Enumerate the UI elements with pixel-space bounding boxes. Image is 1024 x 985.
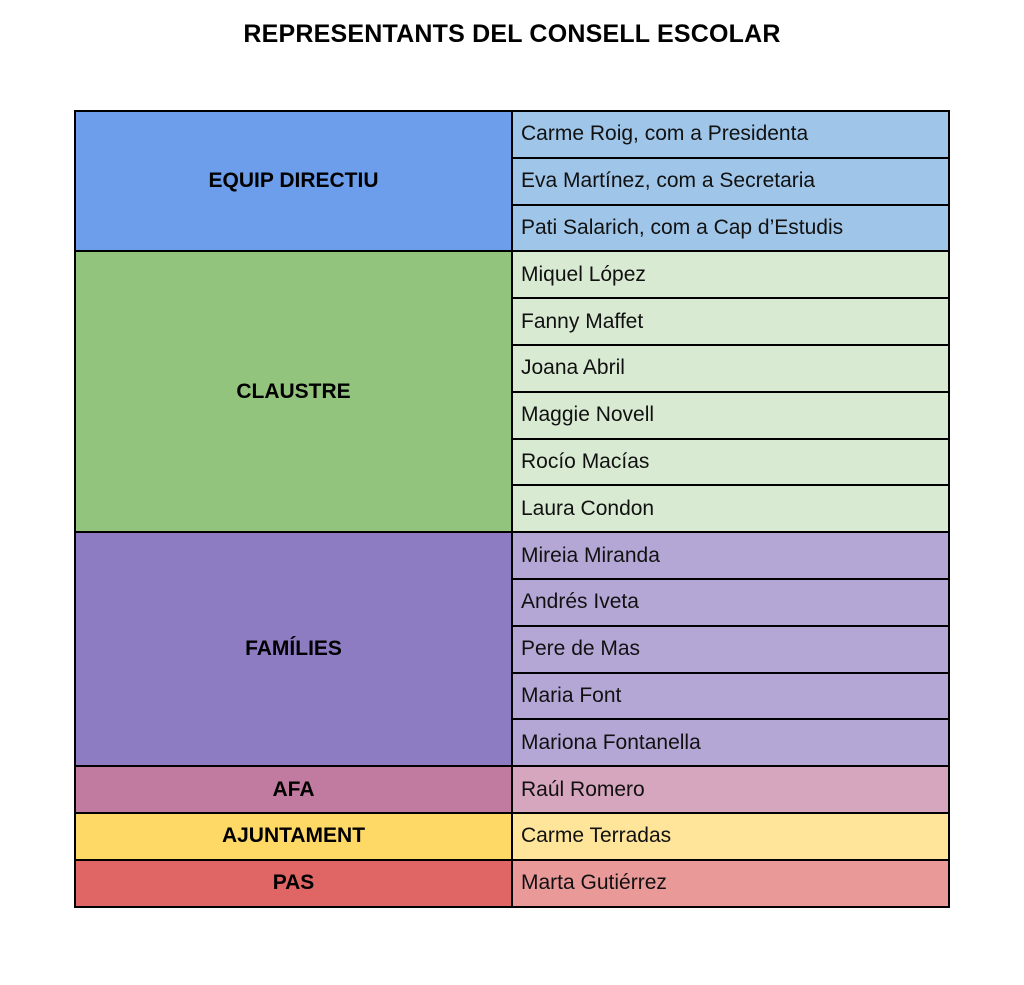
member-cell: Pere de Mas [511,624,950,674]
group-name-cell: FAMÍLIES [74,531,513,768]
table-row: Joana Abril [75,343,950,393]
member-cell: Mireia Miranda [511,531,950,580]
member-cell: Maria Font [511,671,950,721]
table-row: Pati Salarich, com a Cap d’Estudis [75,203,950,253]
table-row: Fanny Maffet [75,297,950,346]
table-row: Rocío Macías [75,437,950,487]
member-cell: Rocío Macías [511,437,950,487]
group-name-cell: CLAUSTRE [74,250,513,534]
table-row: Eva Martínez, com a Secretaria [75,156,950,206]
page-title: REPRESENTANTS DEL CONSELL ESCOLAR [243,20,781,48]
table-row: Laura Condon [75,484,950,534]
member-cell: Miquel López [511,250,950,300]
group-name-cell: AJUNTAMENT [74,811,513,861]
member-cell: Pati Salarich, com a Cap d’Estudis [511,203,950,253]
member-cell: Andrés Iveta [511,577,950,627]
table-row: Mariona Fontanella [75,718,950,768]
member-cell: Fanny Maffet [511,297,950,346]
member-cell: Mariona Fontanella [511,718,950,768]
table-row: Maria Font [75,671,950,721]
member-cell: Joana Abril [511,343,950,393]
member-cell: Eva Martínez, com a Secretaria [511,156,950,206]
table-row: Andrés Iveta [75,577,950,627]
member-cell: Carme Terradas [511,811,950,861]
member-cell: Raúl Romero [511,765,950,814]
group-name-cell: PAS [74,858,513,908]
member-cell: Laura Condon [511,484,950,534]
member-cell: Marta Gutiérrez [511,858,950,908]
table-row: Pere de Mas [75,624,950,674]
group-name-cell: EQUIP DIRECTIU [74,109,513,253]
table-row: Maggie Novell [75,390,950,440]
group-name-cell: AFA [74,765,513,814]
member-cell: Maggie Novell [511,390,950,440]
member-cell: Carme Roig, com a Presidenta [511,110,950,159]
